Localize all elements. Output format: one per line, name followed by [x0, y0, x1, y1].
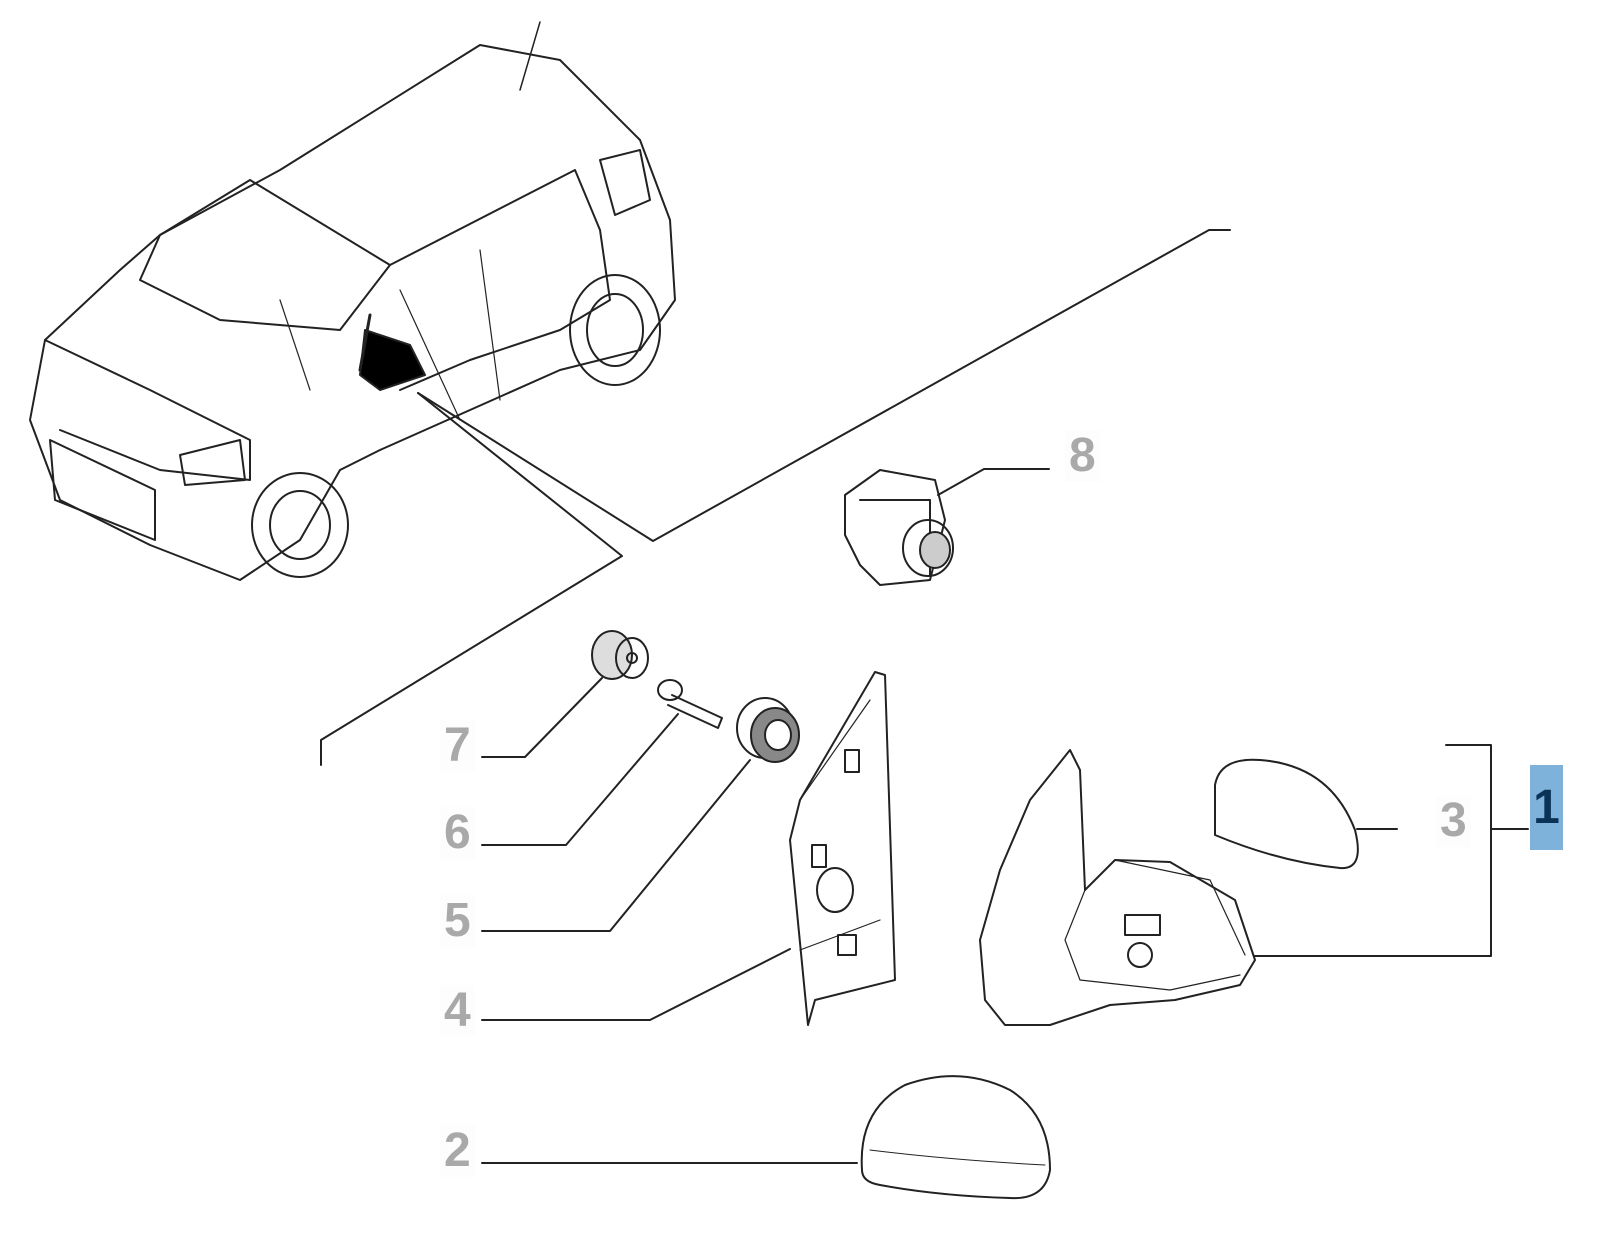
part-2-cover — [860, 1075, 1051, 1200]
part-8-switch — [844, 469, 954, 586]
callout-5[interactable]: 5 — [440, 895, 475, 947]
part-5-bezel — [736, 697, 800, 763]
callout-1-highlighted[interactable]: 1 — [1530, 765, 1563, 850]
part-3-glass — [1214, 758, 1359, 870]
part-6-screw — [657, 679, 723, 729]
callout-4[interactable]: 4 — [440, 985, 475, 1037]
leader-lines — [320, 229, 1529, 1164]
callout-6[interactable]: 6 — [440, 807, 475, 859]
callout-8[interactable]: 8 — [1065, 430, 1100, 482]
car-illustration — [29, 21, 676, 581]
callout-3[interactable]: 3 — [1436, 795, 1471, 847]
part-7-knob — [591, 630, 649, 680]
part-4-trim — [789, 671, 896, 1026]
callout-7[interactable]: 7 — [440, 720, 475, 772]
part-1-housing — [979, 749, 1256, 1026]
callout-2[interactable]: 2 — [440, 1125, 475, 1177]
